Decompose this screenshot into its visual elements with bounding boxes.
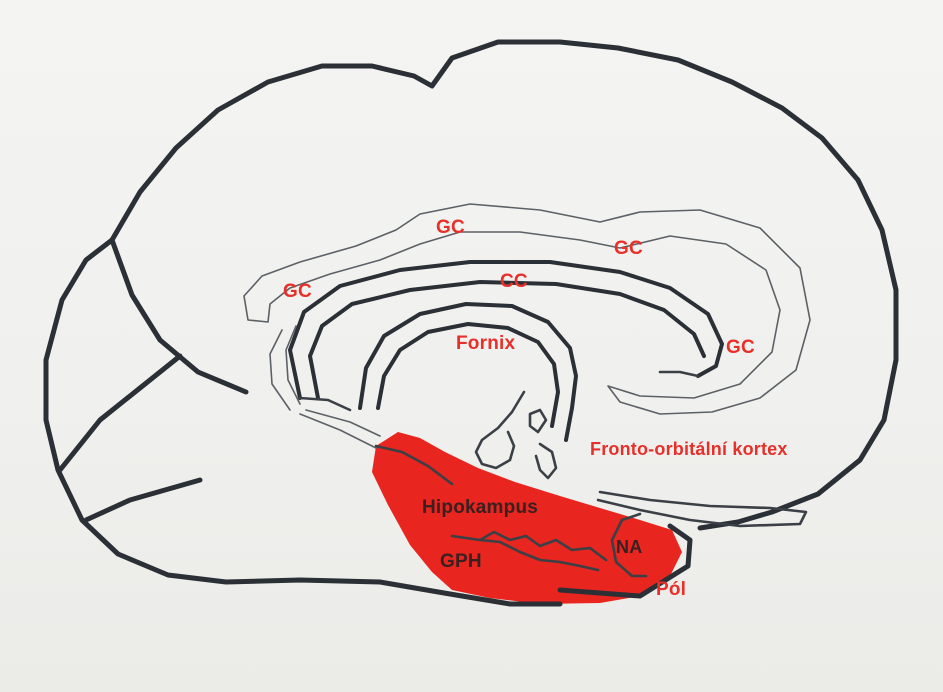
label-gc-upper-right: GC: [614, 239, 643, 258]
label-gph: GPH: [440, 552, 482, 571]
label-na: NA: [616, 538, 642, 556]
label-pol: Pól: [656, 580, 686, 599]
label-cc: CC: [500, 272, 528, 291]
temporal-boundary: [60, 240, 246, 520]
label-gc-top: GC: [436, 218, 465, 237]
label-gc-left: GC: [283, 282, 312, 301]
label-fronto-orbital: Fronto-orbitální kortex: [590, 440, 788, 458]
label-hipokampus: Hipokampus: [422, 498, 538, 517]
cingulate-gyrus-contour: [244, 204, 810, 414]
fornix-columns: [476, 392, 556, 478]
label-gc-right: GC: [726, 338, 755, 357]
label-fornix: Fornix: [456, 334, 515, 353]
